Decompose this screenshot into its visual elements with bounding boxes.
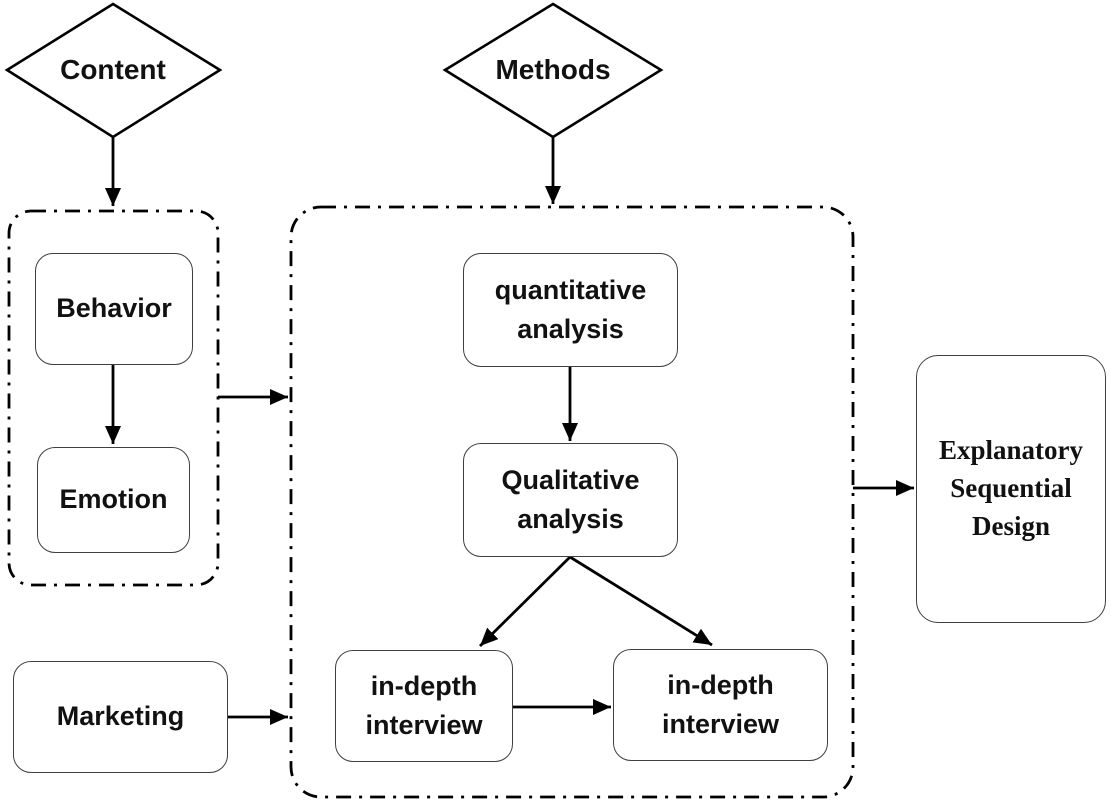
behavior-node: Behavior	[35, 253, 193, 365]
arrow-qualitative-to-right-interview	[569, 555, 713, 647]
qualitative-analysis-node: Qualitative analysis	[463, 443, 678, 557]
quantitative-analysis-node: quantitative analysis	[463, 253, 678, 367]
marketing-node: Marketing	[13, 661, 228, 773]
content-diamond-label: Content	[60, 54, 166, 85]
in-depth-interview-right-node: in-depth interview	[613, 649, 828, 761]
emotion-node: Emotion	[37, 447, 190, 553]
explanatory-sequential-design-node: Explanatory Sequential Design	[916, 355, 1106, 623]
methods-group-outline	[289, 205, 855, 799]
methods-diamond-label: Methods	[495, 54, 611, 85]
arrow-qualitative-to-left-interview	[479, 556, 571, 647]
in-depth-interview-left-node: in-depth interview	[335, 650, 513, 762]
